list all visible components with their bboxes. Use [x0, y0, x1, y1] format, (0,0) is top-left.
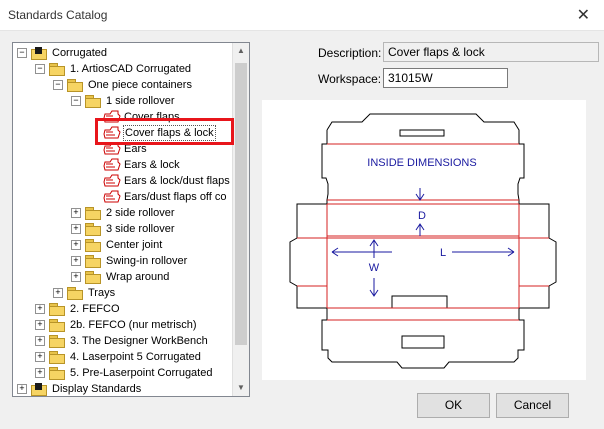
scroll-down-icon[interactable]: ▼	[237, 383, 245, 392]
expand-icon[interactable]: +	[71, 224, 81, 234]
folder-icon	[49, 303, 65, 316]
tree-item-label: Trays	[88, 287, 116, 299]
tree-item-label: Swing-in rollover	[106, 255, 188, 267]
design-icon	[103, 110, 121, 123]
tree-item-label: 1 side rollover	[106, 95, 175, 107]
expand-icon[interactable]: +	[35, 336, 45, 346]
expand-icon[interactable]: +	[71, 272, 81, 282]
tree-item-label: 2. FEFCO	[70, 303, 120, 315]
folder-icon	[85, 95, 101, 108]
folder-icon	[85, 207, 101, 220]
tree-scrollbar[interactable]: ▲ ▼	[232, 43, 249, 396]
folder-icon	[49, 351, 65, 364]
folder-icon	[49, 63, 65, 76]
tree-item-label: One piece containers	[88, 79, 192, 91]
tree-item-label: Display Standards	[52, 383, 142, 395]
folder-icon	[67, 287, 83, 300]
folder-icon	[85, 239, 101, 252]
folder-icon	[67, 79, 83, 92]
design-preview: INSIDE DIMENSIONS D L W	[262, 100, 586, 380]
folder-icon	[85, 223, 101, 236]
expand-icon[interactable]: +	[71, 256, 81, 266]
collapse-icon[interactable]: −	[71, 96, 81, 106]
inside-dimensions-heading: INSIDE DIMENSIONS	[367, 157, 476, 169]
box-diagram: INSIDE DIMENSIONS D L W	[289, 113, 557, 369]
expand-icon[interactable]: +	[35, 352, 45, 362]
tree-content: −Corrugated−1. ArtiosCAD Corrugated−One …	[13, 43, 233, 396]
collapse-icon[interactable]: −	[53, 80, 63, 90]
tree-item-label: Corrugated	[52, 47, 108, 59]
design-icon	[103, 126, 121, 139]
folder-icon	[85, 271, 101, 284]
tree-item-label: 3 side rollover	[106, 223, 175, 235]
scroll-up-icon[interactable]: ▲	[237, 46, 245, 55]
tree-item-label: Ears & lock	[124, 159, 180, 171]
tree-item-label: 4. Laserpoint 5 Corrugated	[70, 351, 201, 363]
folder-icon	[85, 255, 101, 268]
tree-item-label: Wrap around	[106, 271, 170, 283]
expand-icon[interactable]: +	[35, 304, 45, 314]
dimension-d-label: D	[418, 210, 426, 222]
expand-icon[interactable]: +	[35, 320, 45, 330]
catalog-folder-icon	[31, 383, 47, 396]
expand-icon[interactable]: +	[35, 368, 45, 378]
description-label: Description:	[318, 46, 382, 60]
close-icon[interactable]: ✕	[576, 7, 590, 24]
folder-icon	[49, 335, 65, 348]
ok-button[interactable]: OK	[417, 393, 490, 418]
tree-item-label: 2b. FEFCO (nur metrisch)	[70, 319, 197, 331]
tree-item-label: 5. Pre-Laserpoint Corrugated	[70, 367, 213, 379]
design-icon	[103, 190, 121, 203]
workspace-field[interactable]: 31015W	[383, 68, 508, 88]
title-bar: Standards Catalog ✕	[0, 0, 604, 31]
tree-item-label: 3. The Designer WorkBench	[70, 335, 208, 347]
folder-icon	[49, 367, 65, 380]
tree-item-label: 1. ArtiosCAD Corrugated	[70, 63, 192, 75]
tree-item-label: Ears/dust flaps off co	[124, 191, 227, 203]
description-field: Cover flaps & lock	[383, 42, 599, 62]
tree-item-label: Cover flaps & lock	[123, 125, 216, 141]
cancel-button[interactable]: Cancel	[496, 393, 569, 418]
folder-icon	[49, 319, 65, 332]
collapse-icon[interactable]: −	[35, 64, 45, 74]
expand-icon[interactable]: +	[53, 288, 63, 298]
tree-item-label: Center joint	[106, 239, 163, 251]
tree-item-label: Ears & lock/dust flaps	[124, 175, 230, 187]
workspace-label: Workspace:	[318, 72, 382, 86]
expand-icon[interactable]: +	[71, 240, 81, 250]
collapse-icon[interactable]: −	[17, 48, 27, 58]
design-icon	[103, 158, 121, 171]
tree-item-label: Cover flaps	[124, 111, 180, 123]
tree-item-label: Ears	[124, 143, 147, 155]
tree-item-label: 2 side rollover	[106, 207, 175, 219]
expand-icon[interactable]: +	[17, 384, 27, 394]
design-icon	[103, 142, 121, 155]
scroll-thumb[interactable]	[235, 63, 247, 345]
window-title: Standards Catalog	[8, 8, 108, 22]
dimension-l-label: L	[440, 247, 446, 259]
catalog-folder-icon	[31, 47, 47, 60]
catalog-tree[interactable]: −Corrugated−1. ArtiosCAD Corrugated−One …	[12, 42, 250, 397]
design-icon	[103, 174, 121, 187]
dimension-w-label: W	[369, 262, 380, 274]
expand-icon[interactable]: +	[71, 208, 81, 218]
